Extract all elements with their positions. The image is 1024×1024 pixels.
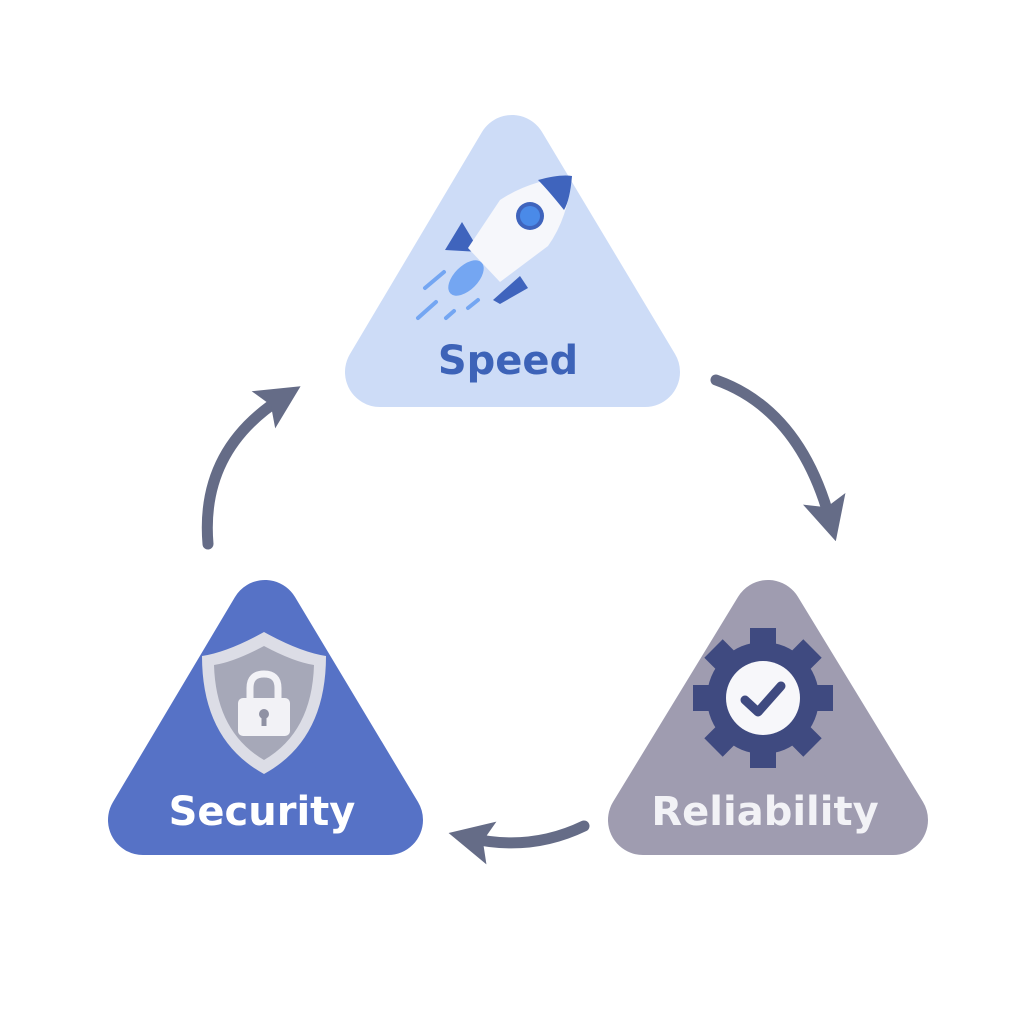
- arrow-reliability-to-security: [448, 820, 590, 865]
- rocket-icon: [416, 175, 572, 320]
- node-label-reliability: Reliability: [651, 789, 878, 835]
- node-speed: Speed: [345, 115, 680, 407]
- gear-check-icon: [693, 628, 833, 768]
- arrow-speed-to-reliability: [710, 374, 846, 542]
- node-security: Security: [108, 580, 423, 855]
- shield-lock-icon: [202, 632, 326, 774]
- node-reliability: Reliability: [608, 580, 928, 855]
- arrow-security-to-speed: [201, 386, 301, 550]
- node-label-security: Security: [169, 789, 356, 835]
- node-label-speed: Speed: [438, 338, 578, 384]
